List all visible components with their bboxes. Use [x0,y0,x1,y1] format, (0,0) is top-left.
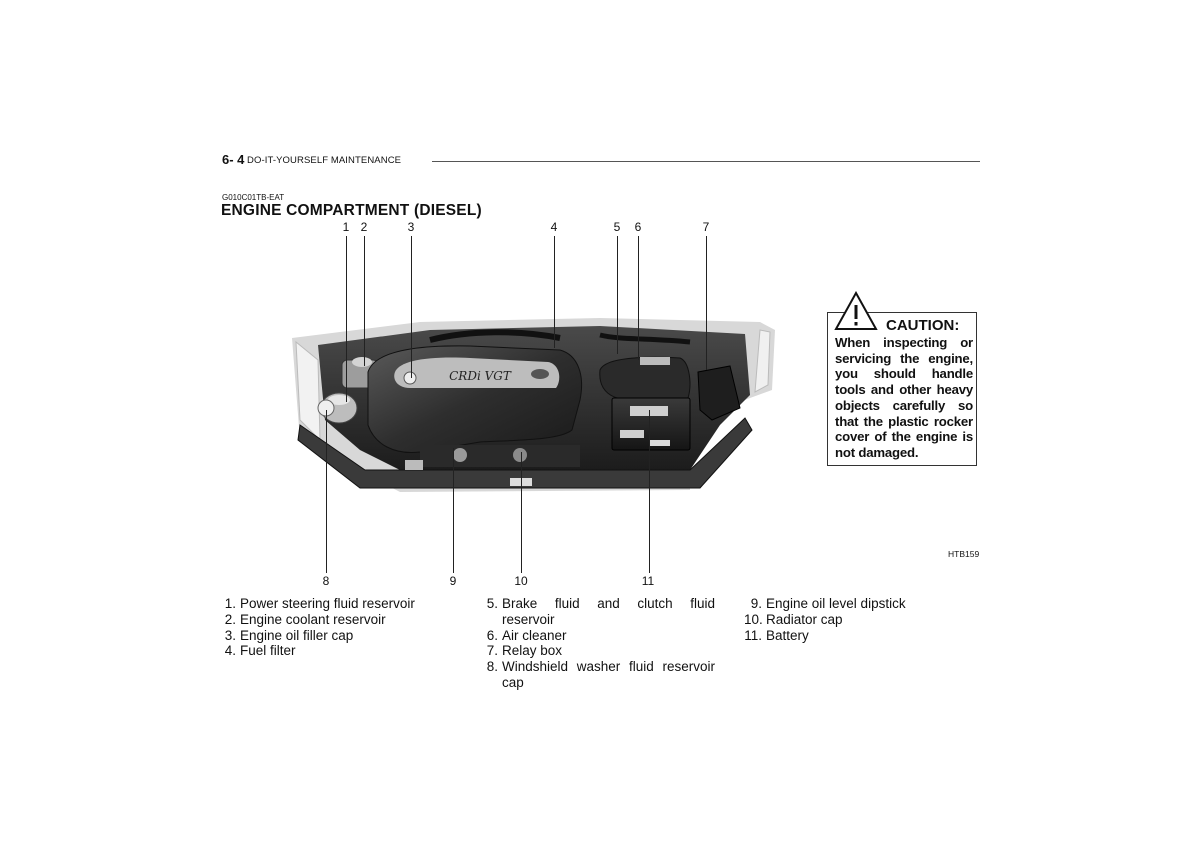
callout-10: 10 [514,574,528,588]
list-item: 5.Brake fluid and clutch fluid reservoir [486,596,715,627]
legend-column-1: 1.Power steering fluid reservoir 2.Engin… [222,596,462,659]
callout-1: 1 [342,220,350,234]
callout-8: 8 [322,574,330,588]
list-item: 4.Fuel filter [224,643,296,659]
callout-4: 4 [550,220,558,234]
callout-5: 5 [613,220,621,234]
legend-column-2: 5.Brake fluid and clutch fluid reservoir… [484,596,718,691]
figure-code: HTB159 [948,549,980,559]
warning-triangle-icon [834,291,878,330]
leader-line-7 [706,236,707,370]
caution-heading: CAUTION: [886,317,960,334]
list-item: 11.Battery [744,627,809,643]
leader-line-5 [617,236,618,354]
engine-cover-text: CRDi VGT [449,369,512,383]
callout-11: 11 [641,574,655,588]
leader-line-11 [649,410,650,573]
list-item: 7.Relay box [486,643,563,659]
list-item: 2.Engine coolant reservoir [224,611,386,627]
callout-6: 6 [634,220,642,234]
callout-9: 9 [449,574,457,588]
leader-line-3 [411,236,412,378]
leader-line-6 [638,236,639,360]
leader-line-10 [521,452,522,573]
leader-line-8 [326,410,327,573]
list-item: 3.Engine oil filler cap [224,627,354,643]
section-title: DO-IT-YOURSELF MAINTENANCE [247,155,402,166]
header-rule [432,161,980,162]
page-header: 6- 4 DO-IT-YOURSELF MAINTENANCE [222,152,982,170]
page-number: 6- 4 [222,152,245,167]
callout-3: 3 [407,220,415,234]
legend-column-3: 9.Engine oil level dipstick 10.Radiator … [744,596,964,643]
caution-text: When inspecting or servicing the engine,… [835,335,973,460]
list-item: 8.Windshield washer fluid reservoir cap [486,659,715,690]
callout-2: 2 [360,220,368,234]
list-item: 9.Engine oil level dipstick [750,596,906,611]
list-item: 10.Radiator cap [744,611,843,627]
document-code: G010C01TB-EAT [222,193,285,202]
leader-line-1 [346,236,347,402]
callout-7: 7 [702,220,710,234]
leader-line-2 [364,236,365,366]
leader-line-4 [554,236,555,348]
list-item: 1.Power steering fluid reservoir [224,596,415,611]
caution-box: CAUTION: When inspecting or servicing th… [827,312,977,466]
page-title: ENGINE COMPARTMENT (DIESEL) [221,202,482,219]
list-item: 6.Air cleaner [486,627,567,643]
leader-line-9 [453,448,454,573]
